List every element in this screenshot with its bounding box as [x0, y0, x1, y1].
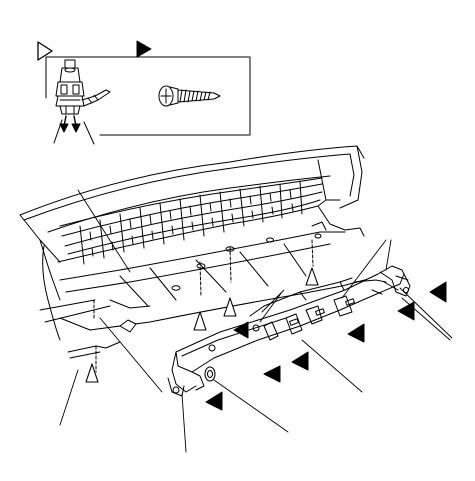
- hollow-triangle-marker: [305, 267, 319, 286]
- solid-triangle-marker: [136, 40, 152, 58]
- inset-panel: [45, 56, 251, 136]
- grille-body: [19, 145, 365, 341]
- open-triangle-marker: [37, 41, 53, 61]
- solid-triangle-marker: [205, 391, 223, 411]
- screw-icon: [158, 85, 221, 107]
- hollow-triangle-marker: [85, 363, 99, 383]
- solid-triangle-marker: [263, 365, 281, 383]
- solid-triangle-marker: [397, 301, 415, 321]
- hollow-marker-group: [85, 267, 319, 383]
- bulb-socket-icon: [55, 59, 111, 133]
- hollow-triangle-marker: [223, 297, 237, 317]
- under-panel: [59, 205, 373, 373]
- solid-triangle-marker: [233, 321, 249, 339]
- solid-marker-group: [205, 281, 447, 411]
- bracket-assembly: [167, 265, 411, 397]
- solid-triangle-marker: [347, 323, 365, 343]
- solid-triangle-marker: [291, 351, 309, 371]
- solid-triangle-marker: [429, 281, 447, 303]
- hollow-triangle-marker: [193, 311, 207, 331]
